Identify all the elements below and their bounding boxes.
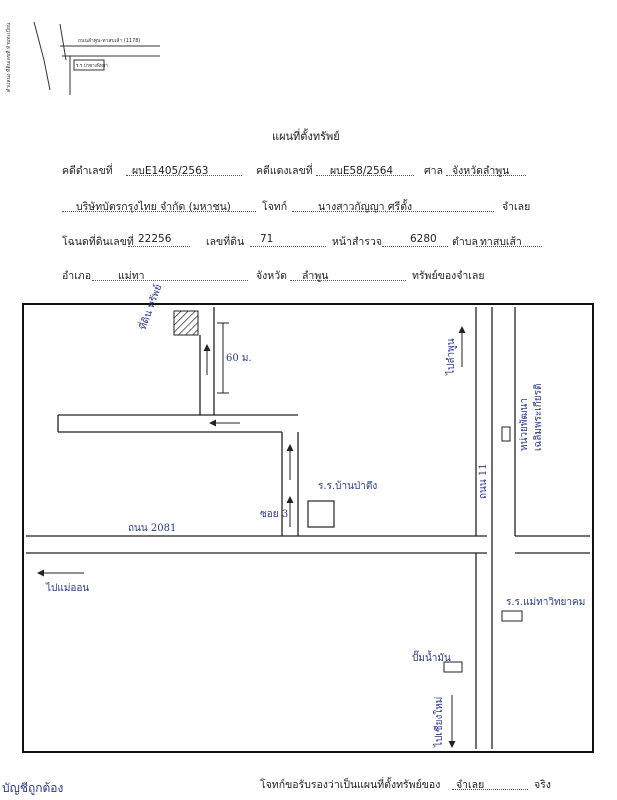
signature: บัญชีถูกต้อง <box>2 781 64 795</box>
hospital-label: ร.ร.แม่ทาวิทยาคม <box>506 597 586 608</box>
survey-value: 6280 <box>410 233 437 245</box>
black-case-field: ผบE1405/2563 <box>126 162 242 177</box>
land-no-label: เลขที่ดิน <box>206 236 245 248</box>
red-case-label: คดีแดงเลขที่ <box>256 165 313 177</box>
land-no-value: 71 <box>260 233 274 245</box>
court-label: ศาล <box>424 165 443 177</box>
sketch-road-line <box>33 21 45 61</box>
district-field: แม่ทา <box>92 267 248 282</box>
red-case-value: ผบE58/2564 <box>330 165 394 177</box>
map-drawing <box>26 307 590 749</box>
true-label: จริง <box>534 779 551 791</box>
plaintiff-field: บริษัทบัตรกรุงไทย จำกัด (มหาชน) <box>62 198 256 213</box>
hospital-building <box>501 610 523 622</box>
defendant-field: นางสาวกัญญา ศรีตั้ง <box>292 198 494 213</box>
sketch-school-box <box>73 59 105 71</box>
province-field: ลำพูน <box>290 267 406 282</box>
plaintiff-value: บริษัทบัตรกรุงไทย จำกัด (มหาชน) <box>76 201 231 213</box>
distance-label: 60 ม. <box>226 353 252 364</box>
court-field: จังหวัดลำพูน <box>446 162 526 177</box>
to-lamphun-label: ไปลำพูน <box>446 338 457 375</box>
province-value: ลำพูน <box>302 270 329 282</box>
sketch-side-label: ตำแหน่ง ที่ดินเลขที่ ท้ายทะเบียน <box>5 22 12 92</box>
defendant-label: จำเลย <box>502 201 531 213</box>
deed-field: 22256 <box>128 233 190 247</box>
owner-label: ทรัพย์ของจำเลย <box>412 270 485 282</box>
header-sketch-svg: ถนนลำพูน-ทาสบเส้า (1178) ร.ร.ป่าซางพิทยา… <box>5 21 160 95</box>
red-case-field: ผบE58/2564 <box>316 162 414 177</box>
soi-3-label: ซอย 3 <box>260 509 289 520</box>
police-label: หน่วยพัฒนา เฉลิมพระเกียรติ <box>519 383 544 451</box>
black-case-label: คดีดำเลขที่ <box>62 165 113 177</box>
gas-station-label: ปั๊มน้ำมัน <box>412 653 451 664</box>
certify-text: โจทก์ขอรับรองว่าเป็นแผนที่ตั้งทรัพย์ของ <box>260 779 441 791</box>
header-sketch-map: ถนนลำพูน-ทาสบเส้า (1178) ร.ร.ป่าซางพิทยา… <box>0 0 170 100</box>
district-label: อำเภอ <box>62 270 92 282</box>
road-2081-label: ถนน 2081 <box>128 523 177 534</box>
plaintiff-label: โจทก์ <box>262 201 288 213</box>
property-map: ที่ดิน ทรัพย์ 60 ม. ซอย 3 ร.ร.บ้านป่าตึง… <box>22 283 594 753</box>
footer-defendant: จำเลย <box>456 779 485 791</box>
land-no-field: 71 <box>250 233 326 247</box>
sketch-road-line <box>43 59 51 91</box>
school-label: ร.ร.บ้านป่าตึง <box>318 481 378 492</box>
defendant-value: นางสาวกัญญา ศรีตั้ง <box>318 201 413 213</box>
school-building <box>307 500 335 528</box>
subdistrict-label: ตำบล <box>452 236 478 248</box>
province-label: จังหวัด <box>256 270 287 282</box>
gas-station-building <box>443 661 463 673</box>
deed-label: โฉนดที่ดินเลขที่ <box>62 236 134 248</box>
sketch-box-label: ร.ร.ป่าซางพิทยา <box>76 63 108 69</box>
to-chiangmai-label: ไปเชียงใหม่ <box>434 696 445 747</box>
to-mae-on-label: ไปแม่ออน <box>46 583 90 594</box>
deed-value: 22256 <box>138 233 172 245</box>
survey-field: 6280 <box>382 233 448 247</box>
page-title: แผนที่ตั้งทรัพย์ <box>272 130 340 143</box>
footer-defendant-field: จำเลย <box>452 776 528 791</box>
road-11-label: ถนน 11 <box>478 463 489 499</box>
property-parcel <box>173 310 199 336</box>
sketch-road-label: ถนนลำพูน-ทาสบเส้า (1178) <box>78 37 140 44</box>
black-case-value: ผบE1405/2563 <box>132 165 209 177</box>
police-building <box>501 426 511 442</box>
sketch-road-line <box>59 23 67 61</box>
district-value: แม่ทา <box>118 270 145 282</box>
survey-label: หน้าสำรวจ <box>332 236 382 248</box>
court-value: จังหวัดลำพูน <box>452 165 510 177</box>
subdistrict-value: ทาสบเส้า <box>480 236 522 248</box>
subdistrict-field: ทาสบเส้า <box>476 233 542 248</box>
